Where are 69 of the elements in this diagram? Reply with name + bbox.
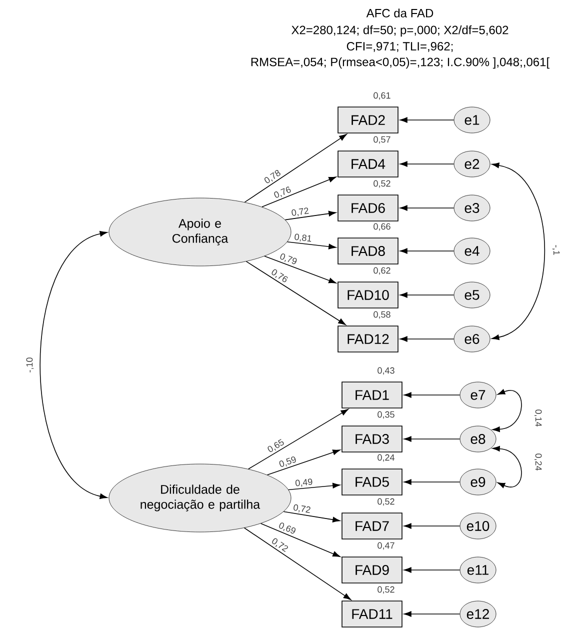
observed-variable-box: FAD10 — [338, 282, 398, 308]
fit-statistics: CFI=,971; TLI=,962; — [346, 42, 453, 52]
r-squared-label: 0,43 — [378, 367, 394, 375]
edge-label: 0,72 — [290, 206, 310, 218]
arrow — [248, 408, 348, 470]
observed-variable-box: FAD1 — [342, 382, 402, 408]
arrow — [262, 176, 336, 208]
arrow — [492, 389, 522, 432]
edge-label: 0,49 — [294, 478, 314, 488]
arrow — [400, 117, 454, 123]
observed-variable-box: FAD7 — [342, 512, 402, 540]
arrow — [404, 479, 460, 485]
edge-label: 0,76 — [269, 268, 290, 285]
edge-label: 0,65 — [266, 438, 286, 455]
r-squared-label: 0,57 — [374, 136, 390, 144]
arrow — [40, 231, 108, 499]
arrow — [404, 523, 460, 529]
arrow — [266, 450, 340, 476]
edge-label: 0,72 — [292, 503, 312, 515]
r-squared-label: 0,66 — [374, 223, 390, 231]
r-squared-label: 0,52 — [378, 498, 394, 506]
edge-label: 0,24 — [534, 452, 542, 472]
edge-label: -,1 — [552, 244, 560, 256]
arrow — [400, 292, 454, 298]
r-squared-label: 0,52 — [378, 586, 394, 594]
observed-variable-box: FAD3 — [342, 426, 402, 452]
arrow — [404, 392, 460, 398]
arrow — [400, 205, 454, 211]
arrow — [283, 511, 340, 522]
arrow — [284, 210, 336, 220]
arrow — [244, 528, 352, 600]
observed-variable-box: FAD8 — [338, 238, 398, 264]
observed-variable-box: FAD5 — [342, 468, 402, 496]
edge-label: 0,72 — [270, 536, 290, 554]
observed-variable-box: FAD11 — [342, 600, 402, 628]
fit-statistics: X2=280,124; df=50; p=,000; X2/df=5,602 — [292, 25, 508, 37]
arrow — [264, 256, 336, 284]
arrow — [286, 241, 336, 250]
arrow — [404, 436, 460, 442]
observed-variable-box: FAD4 — [338, 150, 398, 178]
edge-label: 0,81 — [293, 232, 313, 244]
arrow — [288, 482, 340, 490]
arrow — [400, 161, 454, 167]
arrow — [400, 248, 454, 254]
observed-variable-box: FAD2 — [338, 106, 398, 134]
edge-label: 0,78 — [262, 168, 283, 186]
arrow — [404, 567, 460, 573]
arrow — [492, 162, 546, 340]
fit-statistics: RMSEA=,054; P(rmsea<0,05)=,123; I.C.90% ],048;,061[ — [251, 57, 550, 69]
r-squared-label: 0,62 — [374, 267, 390, 275]
r-squared-label: 0,35 — [378, 411, 394, 419]
arrow — [260, 523, 340, 557]
arrow — [244, 134, 347, 203]
r-squared-label: 0,24 — [378, 454, 394, 462]
observed-variable-box: FAD6 — [338, 194, 398, 222]
observed-variable-box: FAD9 — [342, 556, 402, 584]
r-squared-label: 0,58 — [374, 311, 390, 319]
edge-label: 0,14 — [534, 408, 542, 428]
arrow — [492, 446, 522, 488]
r-squared-label: 0,52 — [374, 180, 390, 188]
r-squared-label: 0,47 — [378, 542, 394, 550]
arrow — [246, 261, 346, 326]
observed-variable-box: FAD12 — [338, 326, 398, 352]
title: AFC da FAD — [366, 8, 434, 18]
edge-label: -,10 — [26, 356, 34, 374]
r-squared-label: 0,61 — [374, 92, 390, 100]
arrow — [404, 611, 460, 617]
edge-label: 0,76 — [272, 185, 293, 200]
arrow — [400, 336, 454, 342]
